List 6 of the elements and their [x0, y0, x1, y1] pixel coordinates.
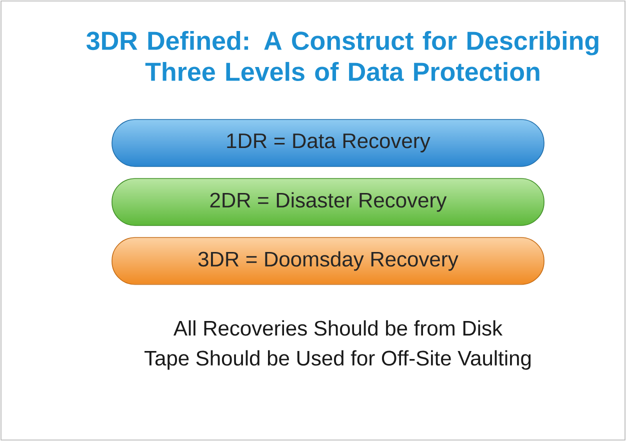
note-text: All Recoveries Should be from Disk [174, 320, 503, 336]
title: 3DR Defined: A Construct for Describing Three Levels of Data Protection [86, 30, 598, 82]
note-text: Tape Should be Used for Off-Site Vaulting [144, 350, 531, 370]
level-pill: 2DR = Disaster Recovery [112, 178, 544, 226]
level-pill: 3DR = Doomsday Recovery [112, 237, 544, 285]
level-pill: 1DR = Data Recovery [112, 119, 544, 167]
